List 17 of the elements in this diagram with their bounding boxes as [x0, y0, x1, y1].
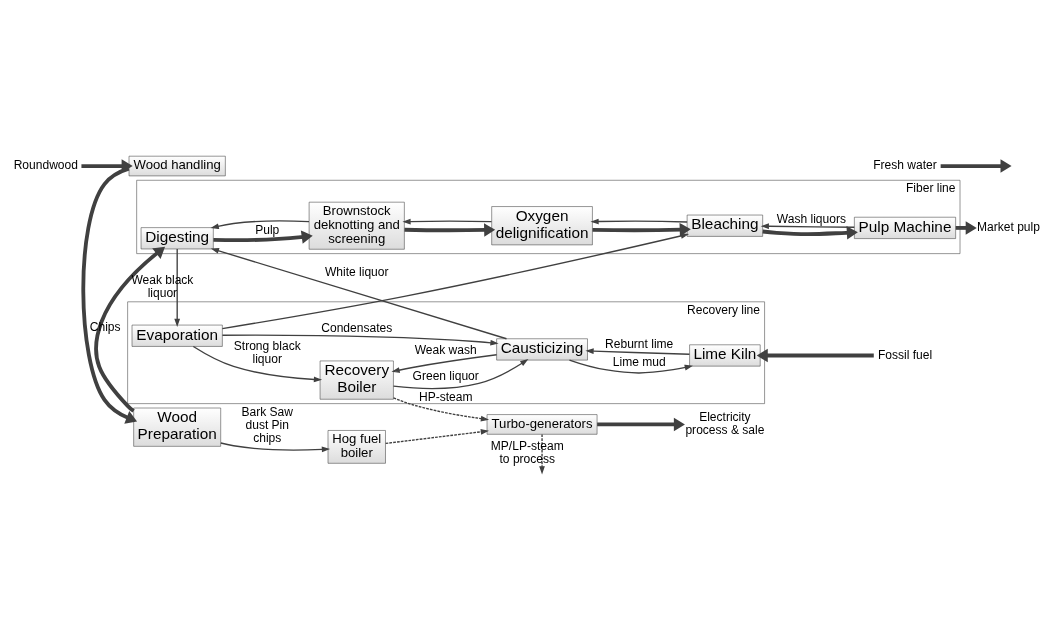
edge-label: Wash liquors	[776, 212, 846, 227]
edge-label: HP-steam	[418, 390, 473, 405]
edge-label: Strong black liquor	[233, 338, 301, 366]
edge-label: Reburnt lime	[605, 337, 674, 352]
node-text: Roundwood	[13, 158, 78, 173]
edge-label: Pulp	[255, 222, 280, 237]
edge-label: Green liquor	[412, 368, 479, 383]
edge-label: Lime mud	[612, 355, 666, 370]
edge-label: Condensates	[321, 321, 393, 336]
node-text: Electricity process & sale	[685, 409, 765, 438]
node-text: Fossil fuel	[877, 347, 933, 362]
node-text: Market pulp	[977, 219, 1040, 234]
edge-label: Bark Saw dust Pin chips	[241, 405, 293, 446]
node-text: Fresh water	[873, 158, 937, 173]
edge-label: White liquor	[324, 264, 389, 279]
edge-label: Weak wash	[414, 343, 477, 358]
edge-label: MP/LP-steam to process	[490, 438, 564, 466]
